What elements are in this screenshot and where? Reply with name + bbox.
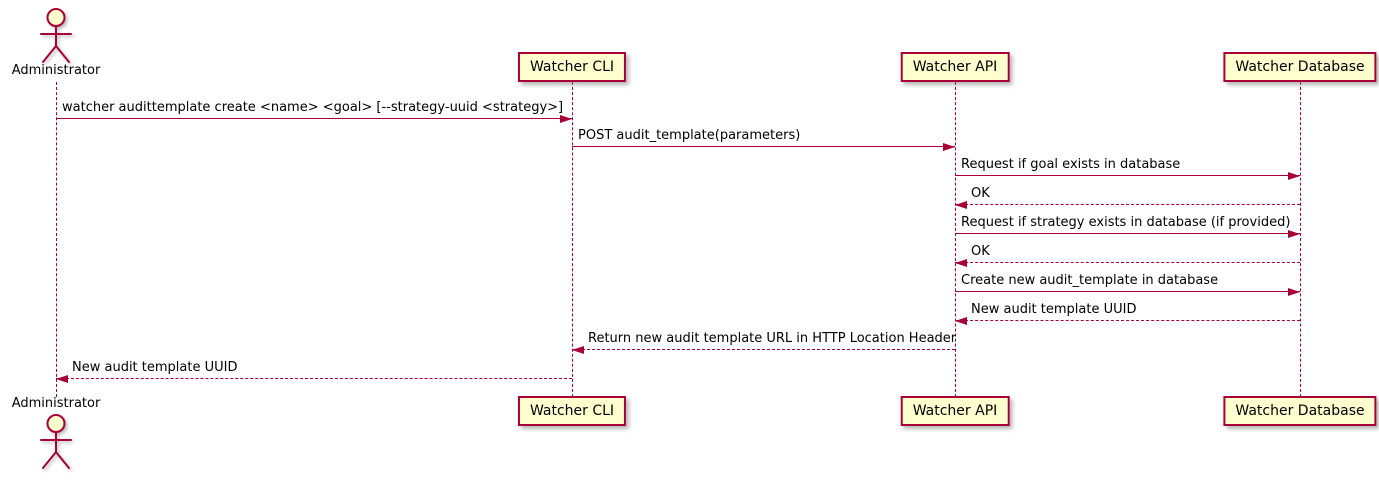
lifeline-watcher-database: [1300, 82, 1301, 397]
message-label-5: Request if strategy exists in database (…: [961, 215, 1291, 230]
lifeline-watcher-api: [955, 82, 956, 397]
actor-figure-bottom: [33, 413, 79, 471]
participant-watcher-api-bottom: Watcher API: [900, 396, 1010, 426]
message-label-7: Create new audit_template in database: [961, 273, 1219, 288]
message-line-5: [955, 233, 1300, 234]
message-line-10: [56, 378, 572, 379]
message-line-8: [955, 320, 1300, 321]
participant-watcher-database-bottom: Watcher Database: [1223, 396, 1377, 426]
message-label-9: Return new audit template URL in HTTP Lo…: [588, 331, 957, 346]
message-label-6: OK: [971, 244, 990, 259]
actor-figure-top: [33, 7, 79, 65]
stick-figure-icon: [40, 8, 72, 63]
message-arrowhead-6: [955, 259, 967, 267]
message-arrowhead-3: [1288, 172, 1300, 180]
participant-watcher-cli-bottom: Watcher CLI: [517, 396, 627, 426]
message-label-3: Request if goal exists in database: [961, 157, 1181, 172]
message-line-6: [955, 262, 1300, 263]
message-line-9: [572, 349, 955, 350]
message-line-1: [56, 118, 572, 119]
stick-figure-icon: [40, 414, 72, 469]
actor-label-top: Administrator: [11, 63, 101, 78]
message-label-8: New audit template UUID: [971, 302, 1137, 317]
participant-watcher-cli-top: Watcher CLI: [517, 52, 627, 82]
message-line-7: [955, 291, 1300, 292]
message-arrowhead-8: [955, 317, 967, 325]
message-arrowhead-4: [955, 201, 967, 209]
lifeline-administrator: [56, 82, 57, 397]
participant-watcher-database-top: Watcher Database: [1223, 52, 1377, 82]
actor-label-bottom: Administrator: [11, 396, 101, 411]
message-label-4: OK: [971, 186, 990, 201]
message-line-4: [955, 204, 1300, 205]
message-label-10: New audit template UUID: [72, 360, 238, 375]
message-line-3: [955, 175, 1300, 176]
message-arrowhead-5: [1288, 230, 1300, 238]
message-arrowhead-2: [943, 143, 955, 151]
message-arrowhead-10: [56, 375, 68, 383]
lifeline-watcher-cli: [572, 82, 573, 397]
message-line-2: [572, 146, 955, 147]
message-arrowhead-9: [572, 346, 584, 354]
message-arrowhead-1: [560, 115, 572, 123]
participant-watcher-api-top: Watcher API: [900, 52, 1010, 82]
message-label-2: POST audit_template(parameters): [578, 128, 801, 143]
message-arrowhead-7: [1288, 288, 1300, 296]
message-label-1: watcher audittemplate create <name> <goa…: [62, 100, 564, 115]
